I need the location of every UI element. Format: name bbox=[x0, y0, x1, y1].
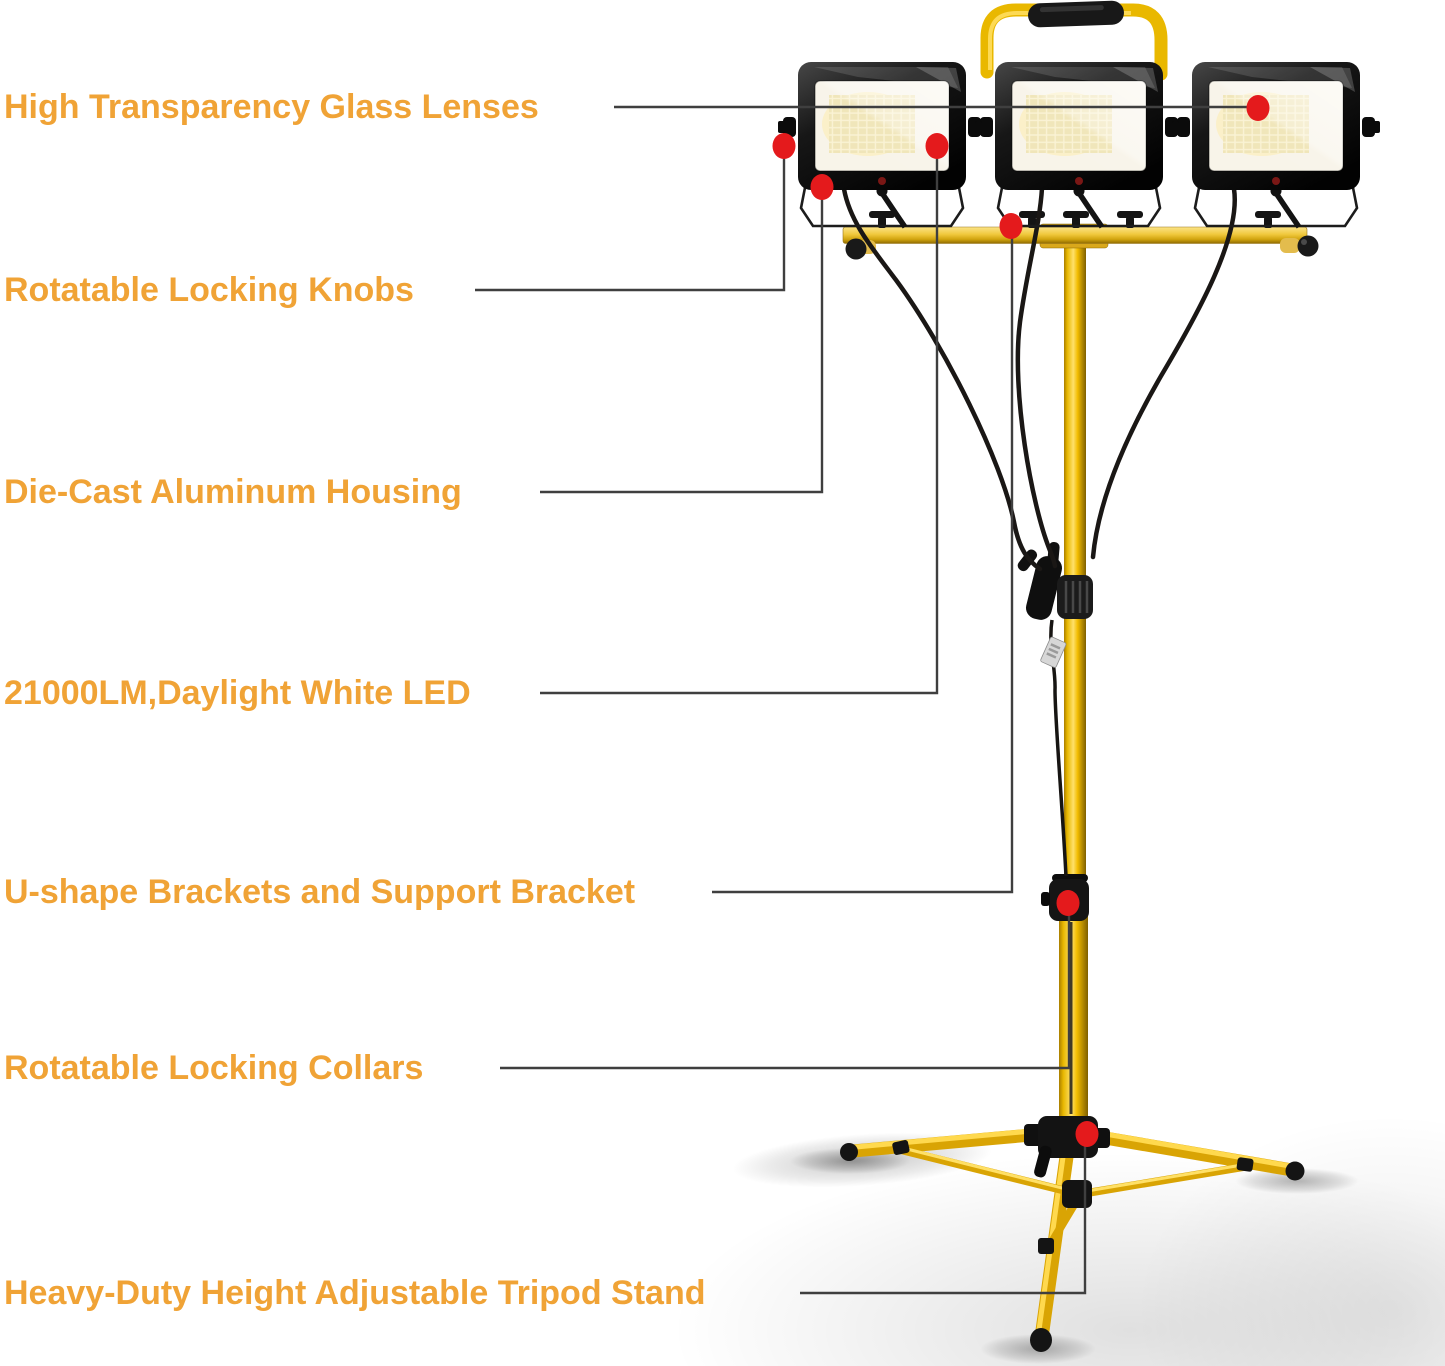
tripod-foot bbox=[1285, 1161, 1305, 1181]
feature-label-tripod: Heavy-Duty Height Adjustable Tripod Stan… bbox=[4, 1274, 706, 1312]
floodlight-left bbox=[778, 62, 986, 227]
tripod-foot bbox=[1030, 1328, 1052, 1352]
bar-end-knob bbox=[845, 238, 867, 260]
bar-end-knob bbox=[1297, 235, 1319, 257]
floodlight-right bbox=[1172, 62, 1380, 227]
telescoping-pole bbox=[1059, 243, 1088, 1150]
marker-glass-lenses bbox=[1246, 95, 1270, 121]
floor-shadows bbox=[590, 1080, 1445, 1366]
brace-joint bbox=[1038, 1238, 1054, 1254]
marker-brackets bbox=[999, 213, 1023, 239]
callout-line-brackets bbox=[712, 227, 1014, 894]
callout-lines bbox=[475, 105, 1258, 1295]
callout-line-locking-knobs bbox=[475, 146, 786, 292]
handle-grip bbox=[1028, 0, 1124, 28]
feature-label-led: 21000LM,Daylight White LED bbox=[4, 674, 471, 712]
marker-tripod bbox=[1075, 1121, 1099, 1147]
callout-line-tripod bbox=[800, 1134, 1087, 1295]
callout-line-led bbox=[540, 146, 939, 695]
feature-label-glass-lenses: High Transparency Glass Lenses bbox=[4, 88, 539, 126]
bar-end-cap bbox=[1280, 238, 1300, 253]
callout-markers bbox=[772, 95, 1270, 1147]
brace-joint bbox=[1236, 1157, 1254, 1172]
feature-label-collars: Rotatable Locking Collars bbox=[4, 1049, 424, 1087]
callout-line-collars bbox=[500, 904, 1071, 1070]
mounting-t-knobs bbox=[869, 211, 1281, 228]
tripod-stand bbox=[840, 1126, 1305, 1352]
floodlight-center bbox=[975, 62, 1183, 227]
brace-joint bbox=[892, 1140, 910, 1155]
marker-collars bbox=[1056, 890, 1080, 916]
marker-led bbox=[925, 133, 949, 159]
power-cables bbox=[841, 185, 1238, 877]
feature-label-brackets: U-shape Brackets and Support Bracket bbox=[4, 873, 636, 911]
marker-housing bbox=[810, 174, 834, 200]
leg-hinge bbox=[1062, 1180, 1092, 1208]
marker-locking-knobs bbox=[772, 133, 796, 159]
tripod-foot bbox=[840, 1143, 858, 1161]
carry-handle bbox=[980, 0, 1168, 81]
cable-junction-box bbox=[1017, 542, 1093, 620]
feature-label-housing: Die-Cast Aluminum Housing bbox=[4, 473, 462, 511]
callout-line-housing bbox=[540, 187, 824, 494]
t-bar bbox=[842, 211, 1319, 260]
feature-label-locking-knobs: Rotatable Locking Knobs bbox=[4, 271, 414, 309]
cable-tag bbox=[1040, 636, 1067, 668]
